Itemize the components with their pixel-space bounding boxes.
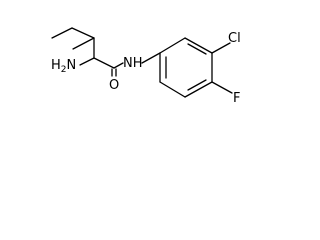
ring-bond-4 [184, 81, 213, 98]
molecule-structure: H2N NH O Cl F [51, 27, 241, 106]
amine-label-h: H [51, 58, 61, 73]
bond-ch-methyl [72, 37, 95, 50]
bond-calpha-nh2 [79, 57, 95, 66]
ring-bond-1 [159, 37, 186, 54]
bond-nh-ring [141, 52, 161, 64]
bond-ring-f [211, 81, 233, 94]
amine-label: H2N [51, 58, 76, 75]
ring-double-bond-2 [187, 79, 207, 91]
bond-ring-cl [211, 42, 231, 54]
amine-label-subscript: 2 [61, 65, 67, 75]
fluorine-label: F [233, 91, 240, 106]
bond-carbonyl-nh [113, 62, 124, 69]
ring-double-bond-1 [187, 43, 207, 55]
bond-ethyl-ch2-ch [71, 27, 95, 39]
amine-label-n: N [67, 58, 77, 73]
amide-nh-label: NH [123, 56, 143, 71]
ring-bond-2 [184, 37, 213, 54]
bond-calpha-carbonyl [93, 57, 115, 69]
ring-bond-5 [159, 81, 186, 98]
chlorine-label: Cl [228, 31, 241, 46]
carbonyl-oxygen-label: O [109, 78, 119, 93]
bond-ethyl-ch3-ch2 [51, 27, 73, 39]
